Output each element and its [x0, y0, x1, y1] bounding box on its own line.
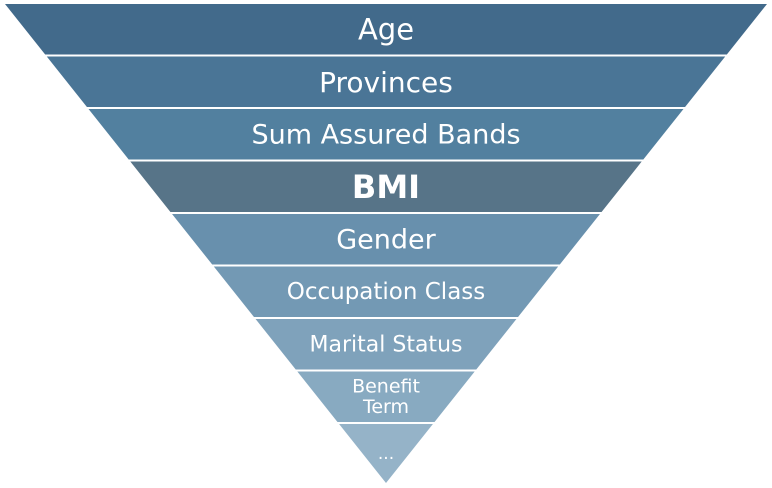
funnel-label-line: BMI: [352, 168, 420, 206]
funnel-label: Occupation Class: [287, 279, 486, 305]
funnel-label-line: Term: [362, 396, 409, 418]
funnel-label-line: Sum Assured Bands: [251, 119, 520, 150]
funnel-layer-occupation-class: Occupation Class: [213, 266, 559, 317]
funnel-label: ...: [378, 444, 394, 464]
funnel-band: [88, 109, 684, 160]
funnel-label-line: Benefit: [352, 375, 420, 397]
funnel-band: [130, 161, 642, 212]
funnel-label-line: Occupation Class: [287, 279, 486, 305]
funnel-label-line: Gender: [336, 224, 436, 255]
funnel-label-line: ...: [378, 444, 394, 464]
funnel-layer-age: Age: [5, 4, 767, 55]
funnel-band: [339, 424, 433, 483]
funnel-label: Age: [358, 12, 414, 46]
funnel-label: Provinces: [319, 65, 453, 98]
funnel-band: [255, 319, 517, 370]
funnel-label: Marital Status: [310, 332, 463, 357]
funnel-layer-marital-status: Marital Status: [255, 319, 517, 370]
funnel-layer-sum-assured-bands: Sum Assured Bands: [88, 109, 684, 160]
funnel-label-line: Age: [358, 12, 414, 46]
funnel-label: Sum Assured Bands: [251, 119, 520, 150]
funnel-label-line: Provinces: [319, 65, 453, 98]
funnel-band: [5, 4, 767, 55]
funnel-layer-gender: Gender: [172, 214, 600, 265]
funnel-layer-bmi: BMI: [130, 161, 642, 212]
funnel-band: [297, 371, 475, 422]
funnel-label-line: Marital Status: [310, 332, 463, 357]
funnel-layer-ellipsis: ...: [339, 424, 433, 483]
funnel-layer-provinces: Provinces: [46, 56, 726, 107]
funnel-band: [46, 56, 726, 107]
funnel-band: [213, 266, 559, 317]
funnel-label: Gender: [336, 224, 436, 255]
funnel-label: BMI: [352, 168, 420, 206]
funnel-band: [172, 214, 600, 265]
